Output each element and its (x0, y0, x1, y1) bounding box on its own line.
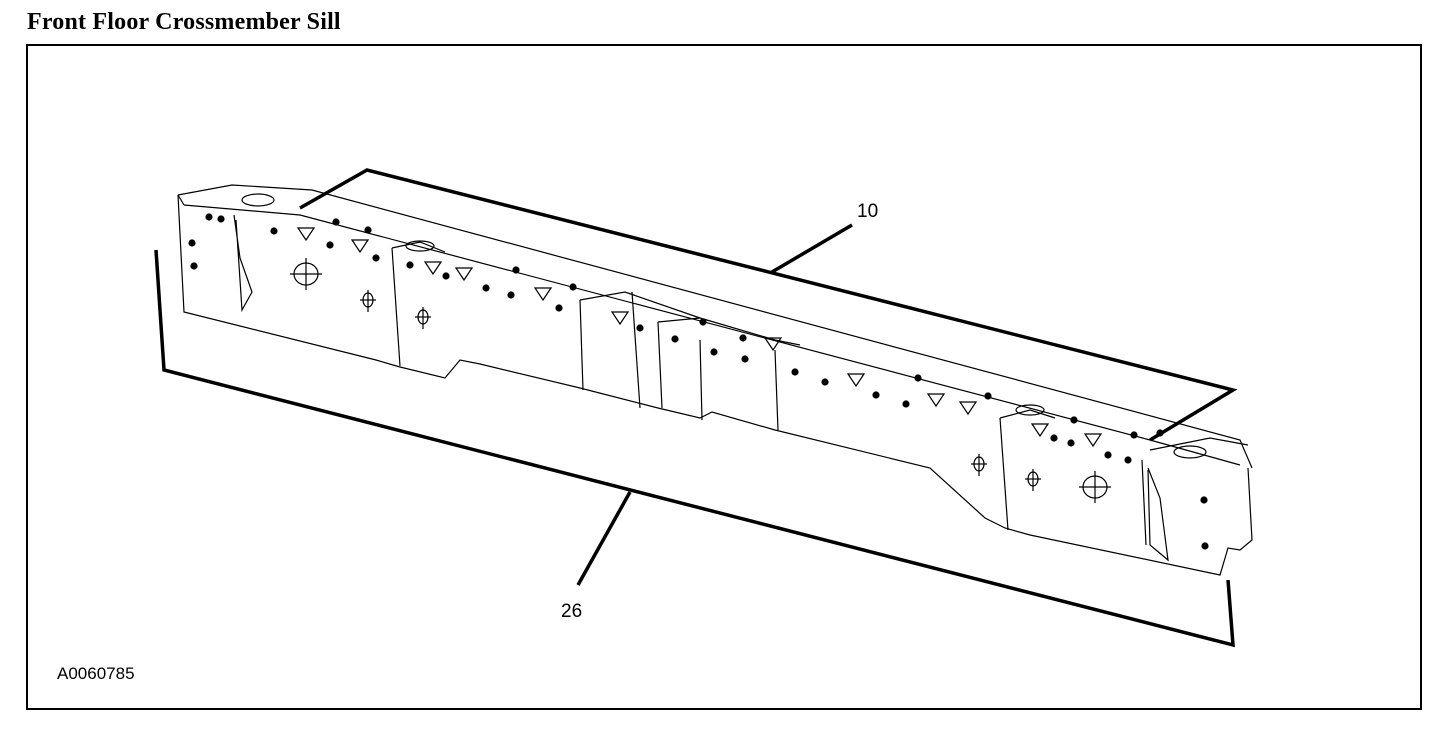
diagram-frame (26, 44, 1422, 710)
callout-label-10: 10 (857, 201, 878, 222)
crossmember-body (177, 184, 1253, 576)
callout-label-26: 26 (561, 601, 582, 622)
fastener-holes (188, 213, 1209, 550)
leader-line-10 (771, 223, 853, 274)
figure-reference: A0060785 (57, 664, 135, 683)
bracket-10 (299, 168, 1238, 442)
bracket-26 (154, 249, 1235, 648)
leader-line-26 (576, 491, 632, 586)
triangle-markers (296, 227, 1103, 448)
diagram-title: Front Floor Crossmember Sill (27, 9, 341, 35)
